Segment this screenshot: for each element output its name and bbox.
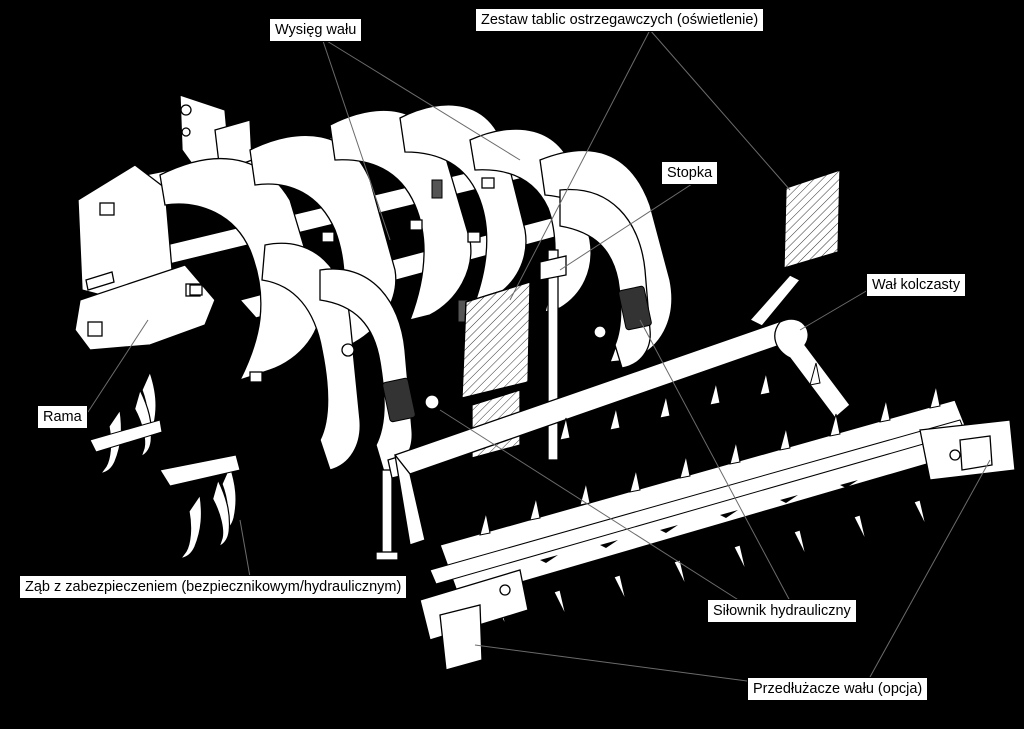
leader-lines xyxy=(87,29,991,689)
label-hydraulic-cylinder: Siłownik hydrauliczny xyxy=(707,599,857,623)
tines xyxy=(89,371,241,562)
hydraulic-cylinders xyxy=(382,179,652,423)
roller-extensions xyxy=(419,419,1016,671)
label-frame: Rama xyxy=(37,405,88,429)
label-stand-foot: Stopka xyxy=(661,161,719,185)
roller-arm xyxy=(393,317,851,546)
label-roller-arm: Wysięg wału xyxy=(269,18,363,42)
label-roller-extensions: Przedłużacze wału (opcja) xyxy=(747,677,929,701)
label-tine: Ząb z zabezpieczeniem (bezpiecznikowym/h… xyxy=(19,575,408,599)
tine-arms xyxy=(159,104,673,473)
label-spiked-roller: Wał kolczasty xyxy=(866,273,967,297)
label-warning-boards: Zestaw tablic ostrzegawczych (oświetleni… xyxy=(475,8,765,32)
